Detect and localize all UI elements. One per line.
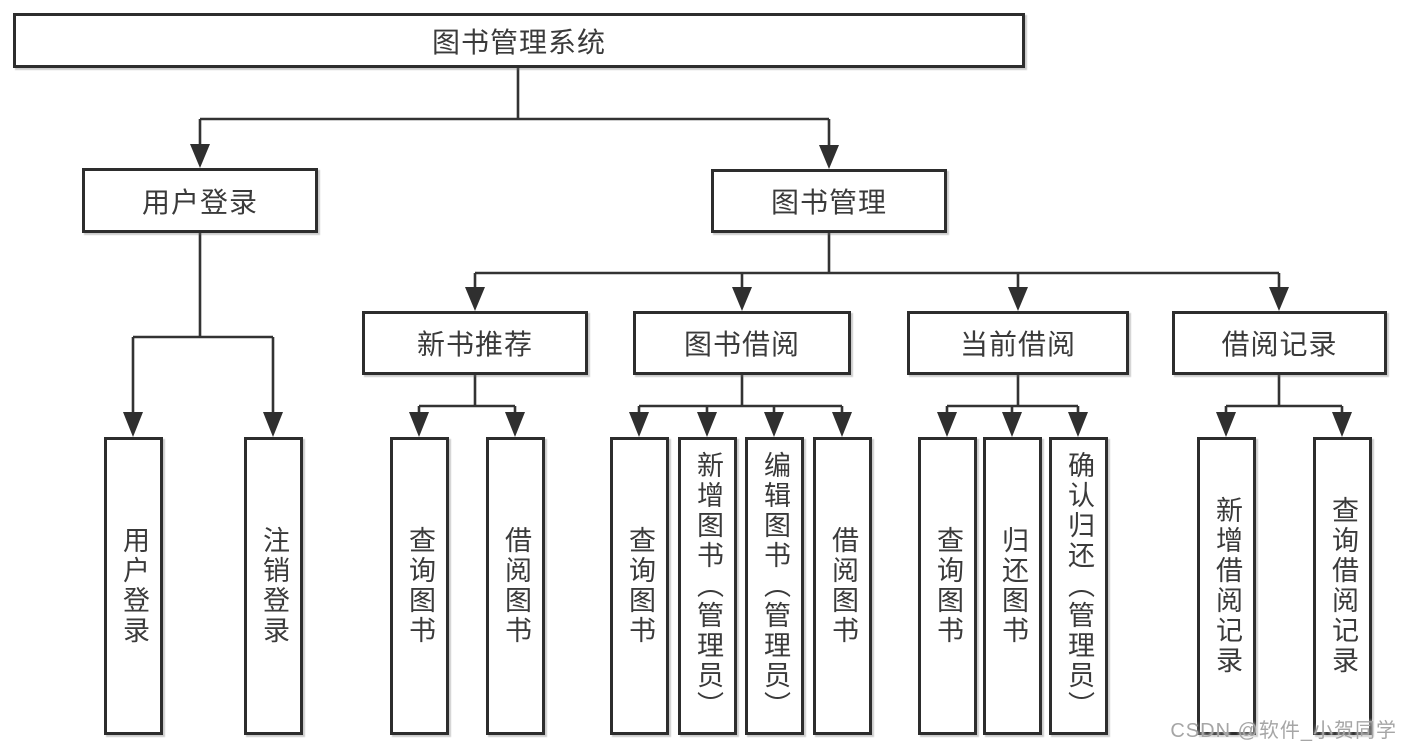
- node-borrowing-records: 借阅记录: [1172, 311, 1387, 375]
- arrowhead-leaf-borrow-book-1: [505, 412, 525, 437]
- arrowhead-leaf-user-login: [123, 412, 143, 437]
- node-new-book-recommend-label: 新书推荐: [416, 329, 533, 360]
- leaf-edit-book-admin: 编辑图书（管理员）: [745, 437, 804, 735]
- arrowhead-leaf-return-book: [1002, 412, 1022, 437]
- leaf-query-books-1-label: 查询图书: [405, 526, 435, 646]
- leaf-borrow-book-2: 借阅图书: [813, 437, 872, 735]
- leaf-confirm-return-admin: 确认归还（管理员）: [1049, 437, 1108, 735]
- node-current-borrowing: 当前借阅: [907, 311, 1129, 375]
- arrowhead-current-borrowing: [1008, 287, 1028, 311]
- arrowhead-new-book-recommend: [465, 287, 485, 311]
- connector-book-management-children: [473, 233, 1281, 289]
- node-borrowing-records-label: 借阅记录: [1221, 329, 1338, 360]
- connector-new-book-children: [417, 375, 517, 414]
- leaf-add-book-admin-label: 新增图书（管理员）: [693, 451, 723, 721]
- arrowhead-user-login: [190, 144, 210, 168]
- leaf-query-borrow-record: 查询借阅记录: [1313, 437, 1372, 735]
- leaf-add-borrow-record: 新增借阅记录: [1197, 437, 1256, 735]
- node-library-system-label: 图书管理系统: [431, 26, 606, 58]
- arrowhead-leaf-add-book: [697, 412, 717, 437]
- leaf-return-book: 归还图书: [983, 437, 1042, 735]
- leaf-add-book-admin: 新增图书（管理员）: [678, 437, 737, 735]
- leaf-return-book-label: 归还图书: [998, 526, 1028, 646]
- arrowhead-leaf-add-record: [1216, 412, 1236, 437]
- connector-current-borrowing-children: [945, 375, 1080, 414]
- leaf-user-login-label: 用户登录: [119, 526, 149, 646]
- arrowhead-leaf-confirm-return: [1068, 412, 1088, 437]
- leaf-add-borrow-record-label: 新增借阅记录: [1212, 496, 1242, 676]
- leaf-query-books-3: 查询图书: [918, 437, 977, 735]
- leaf-query-books-1: 查询图书: [390, 437, 449, 735]
- node-new-book-recommend: 新书推荐: [362, 311, 588, 375]
- leaf-query-books-2: 查询图书: [610, 437, 669, 735]
- arrowhead-book-borrowing: [732, 287, 752, 311]
- leaf-query-books-3-label: 查询图书: [933, 526, 963, 646]
- arrowhead-leaf-borrow-book-2: [832, 412, 852, 437]
- arrowhead-borrowing-records: [1269, 287, 1289, 311]
- connector-book-borrowing-children: [637, 375, 844, 414]
- arrowhead-leaf-query-books-3: [937, 412, 957, 437]
- arrowhead-book-management: [819, 145, 839, 169]
- leaf-confirm-return-admin-label: 确认归还（管理员）: [1064, 451, 1094, 721]
- leaf-query-books-2-label: 查询图书: [625, 526, 655, 646]
- leaf-borrow-book-1: 借阅图书: [486, 437, 545, 735]
- node-user-login: 用户登录: [82, 168, 318, 233]
- connector-root-to-level2: [198, 68, 831, 147]
- leaf-borrow-book-2-label: 借阅图书: [828, 526, 858, 646]
- connector-borrowing-records-children: [1224, 375, 1344, 414]
- node-user-login-label: 用户登录: [141, 186, 258, 218]
- leaf-edit-book-admin-label: 编辑图书（管理员）: [760, 451, 790, 721]
- leaf-logout: 注销登录: [244, 437, 303, 735]
- arrowhead-leaf-query-record: [1332, 412, 1352, 437]
- leaf-query-borrow-record-label: 查询借阅记录: [1328, 496, 1358, 676]
- leaf-user-login: 用户登录: [104, 437, 163, 735]
- watermark: CSDN @软件_小贺同学: [1170, 720, 1397, 742]
- node-current-borrowing-label: 当前借阅: [959, 329, 1076, 360]
- arrowhead-leaf-query-books-2: [629, 412, 649, 437]
- node-library-system: 图书管理系统: [13, 13, 1025, 68]
- node-book-borrowing: 图书借阅: [633, 311, 851, 375]
- arrowhead-leaf-logout: [263, 412, 283, 437]
- node-book-management: 图书管理: [711, 169, 947, 233]
- arrowhead-leaf-query-books-1: [409, 412, 429, 437]
- arrowhead-leaf-edit-book: [764, 412, 784, 437]
- leaf-borrow-book-1-label: 借阅图书: [501, 526, 531, 646]
- leaf-logout-label: 注销登录: [259, 526, 289, 646]
- node-book-management-label: 图书管理: [770, 187, 887, 218]
- node-book-borrowing-label: 图书借阅: [683, 329, 800, 360]
- connector-user-login-children: [131, 233, 275, 414]
